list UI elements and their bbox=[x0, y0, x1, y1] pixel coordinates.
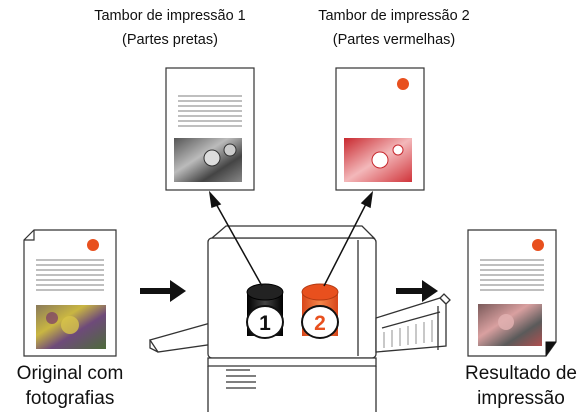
output-arrow bbox=[396, 280, 438, 302]
output-tray-hatch bbox=[383, 320, 433, 348]
red-dot-icon bbox=[87, 239, 99, 251]
drum-2-arrow bbox=[323, 190, 374, 287]
original-label-line-2: fotografias bbox=[25, 388, 115, 409]
printer-machine bbox=[148, 225, 451, 412]
result-label-line-1: Resultado de bbox=[465, 363, 577, 384]
print-drum-2: 2 bbox=[301, 283, 339, 339]
result-label-line-2: impressão bbox=[477, 388, 565, 409]
drum-1-number: 1 bbox=[259, 312, 271, 335]
drum-2-title: Tambor de impressão 2 bbox=[318, 8, 470, 24]
original-label-line-1: Original com bbox=[16, 363, 124, 384]
red-dot-icon bbox=[532, 239, 544, 251]
print-drum-1: 1 bbox=[246, 283, 284, 339]
drum-2-subtitle: (Partes vermelhas) bbox=[332, 32, 456, 48]
drum-1-title: Tambor de impressão 1 bbox=[94, 8, 246, 24]
drum-2-number: 2 bbox=[314, 312, 326, 335]
original-document bbox=[23, 229, 117, 357]
red-dot-icon bbox=[397, 78, 409, 90]
drum-1-subtitle: (Partes pretas) bbox=[122, 32, 218, 48]
drum-2-sheet bbox=[335, 67, 425, 191]
drum-1-arrow bbox=[208, 190, 263, 287]
result-document bbox=[467, 229, 557, 357]
drum-1-sheet bbox=[165, 67, 255, 191]
input-arrow bbox=[140, 280, 186, 302]
